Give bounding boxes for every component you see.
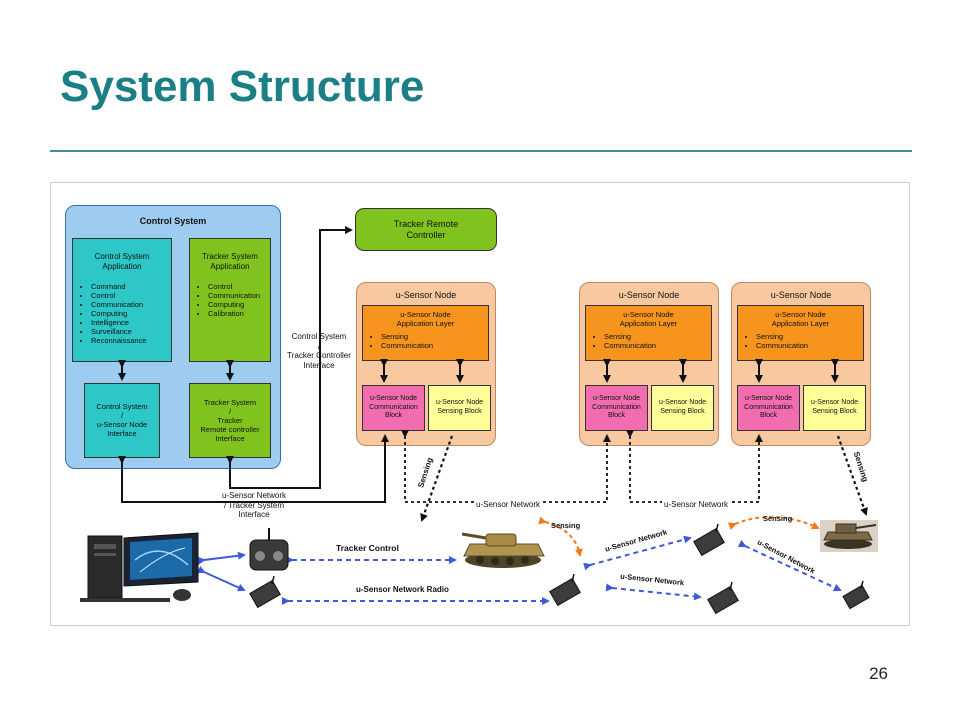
list-item: Sensing [381,332,488,341]
list-item: Control [208,282,270,291]
control-system-title: Control System [139,216,207,226]
arrow-node-app-blocks [380,359,839,383]
app-list: SensingCommunication [586,332,711,350]
label-usn-radio: u-Sensor Network Radio [356,585,449,594]
cs-iface-line: / [120,411,124,420]
sens-line: u-Sensor Node [658,399,707,406]
arrow-cs-app-iface [118,360,234,381]
comm-line: Block [607,412,626,419]
sensor-node-title: u-Sensor Node [618,290,680,300]
app-line: u-Sensor Node [623,310,674,319]
label-line: u-Sensor Network [221,491,287,500]
list-item: Surveillance [91,327,171,336]
dashed-node-links [401,430,868,522]
tracker-remote-controller: Tracker Remote Controller [355,208,497,251]
label-usn-network-2: u-Sensor Network [662,500,731,510]
cs-app-title: Control System Application [94,252,150,271]
list-item: Command [91,282,171,291]
pc-links [196,551,246,592]
slide-title: System Structure [60,62,425,111]
cs-iface-line: Control System [96,402,148,411]
app-line: u-Sensor Node [400,310,451,319]
comm-line: u-Sensor Node [744,395,793,402]
remote-controller-icon [249,528,289,571]
list-item: Communication [381,341,488,350]
sens-line: Sensing Block [660,407,705,415]
app-line: Application Layer [619,319,678,328]
comm-line: Block [759,412,778,419]
label-line: / Tracker System [223,500,284,510]
label-usn-tracker-interface: u-Sensor Network / Tracker System Interf… [212,491,296,520]
label-sensing-tank: Sensing [551,521,581,530]
title-divider [50,150,912,152]
comm-line: Communication [592,403,641,411]
label-line: Interface [238,510,270,519]
label-line: Control System [291,332,347,341]
list-item: Calibration [208,309,270,318]
control-system-application: Control System Application Command Contr… [72,238,172,362]
sens-line: u-Sensor Node [435,399,484,406]
list-item: Sensing [756,332,863,341]
sens-line: Sensing Block [812,407,857,415]
label-cs-tracker-interface: Control System / Tracker Controller Inte… [286,332,352,370]
list-item: Communication [91,300,171,309]
cs-iface-line: Interface [107,429,137,438]
cs-app-list: Command Control Communication Computing … [73,282,171,345]
link-cs-node [118,434,389,503]
list-item: Reconnaissance [91,336,171,345]
label-tracker-control: Tracker Control [336,543,399,553]
page-number: 26 [869,664,888,683]
label-usn-network-1: u-Sensor Network [474,500,543,510]
comm-line: u-Sensor Node [592,395,641,402]
list-item: Communication [604,341,711,350]
sensor-node-title: u-Sensor Node [770,290,832,300]
list-item: Sensing [604,332,711,341]
computer-icon [80,532,199,602]
list-item: Computing [91,309,171,318]
sens-line: Sensing Block [437,407,482,415]
label-line: Tracker Controller [287,351,351,360]
sensor-mote-icon [249,527,870,615]
app-line: Application Layer [396,319,455,328]
trc-line: Tracker Remote [393,219,459,229]
sens-line: u-Sensor Node [810,399,859,406]
app-list: SensingCommunication [738,332,863,350]
cs-iface-line: u-Sensor Node [96,420,148,429]
app-list: SensingCommunication [363,332,488,350]
comm-line: u-Sensor Node [369,395,418,402]
sensor-node-title: u-Sensor Node [395,290,457,300]
comm-line: Communication [369,403,418,411]
app-line: Application Layer [771,319,830,328]
list-item: Intelligence [91,318,171,327]
label-sensing-tank2: Sensing [763,514,793,523]
radio-links [282,535,842,605]
comm-line: Communication [744,403,793,411]
app-line: u-Sensor Node [775,310,826,319]
list-item: Control [91,291,171,300]
list-item: Communication [756,341,863,350]
tank-icon [820,520,878,552]
comm-line: Block [384,412,403,419]
label-line: Interface [303,360,335,370]
label-line: / [317,341,321,351]
sensing-arcs [538,515,820,557]
trc-line: Controller [406,230,446,240]
mote-antennas [271,523,864,591]
tank-icon [461,532,545,568]
link-ts-remote [226,226,353,489]
